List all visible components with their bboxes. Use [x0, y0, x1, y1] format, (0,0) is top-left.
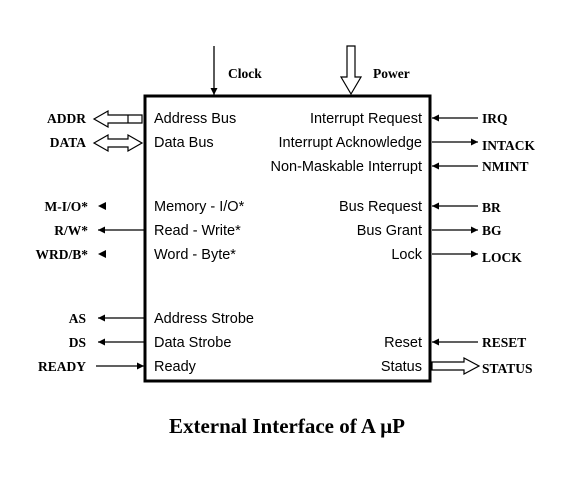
wrd-b-arrowhead [98, 250, 106, 258]
intack-pin-label: INTACK [482, 138, 536, 153]
m-io-arrowhead [98, 202, 106, 210]
ready-label: Ready [154, 359, 197, 375]
data-bus-label: Data Bus [154, 135, 214, 151]
addr-pin-label: ADDR [47, 111, 86, 126]
interrupt-acknowledge-label: Interrupt Acknowledge [279, 135, 422, 151]
non-maskable-interrupt-label: Non-Maskable Interrupt [270, 159, 422, 175]
as-pin-label: AS [69, 311, 86, 326]
word-byte-label: Word - Byte* [154, 247, 236, 263]
bg-pin-label: BG [482, 223, 502, 238]
data-pin-label: DATA [50, 135, 86, 150]
bus-grant-label: Bus Grant [357, 223, 422, 239]
power-bus-arrow [339, 45, 363, 96]
addr-bus-arrow [92, 109, 143, 129]
microprocessor-box [143, 94, 432, 383]
m-io-pin-label: M-I/O* [45, 199, 89, 214]
irq-pin-label: IRQ [482, 111, 508, 126]
address-bus-label: Address Bus [154, 111, 236, 127]
address-strobe-label: Address Strobe [154, 311, 254, 327]
reset-pin-label: RESET [482, 335, 526, 350]
ds-pin-label: DS [69, 335, 86, 350]
read-write-label: Read - Write* [154, 223, 241, 239]
lock-label: Lock [391, 247, 422, 263]
memory-io-label: Memory - I/O* [154, 199, 245, 215]
status-pin-label: STATUS [482, 361, 533, 376]
status-label: Status [381, 359, 422, 375]
clock-label: Clock [228, 66, 262, 81]
lock-pin-label: LOCK [482, 250, 522, 265]
data-bus-arrow [92, 133, 144, 153]
interrupt-request-label: Interrupt Request [310, 111, 422, 127]
status-bus-arrow [431, 357, 481, 375]
diagram-caption: External Interface of A µP [169, 414, 405, 438]
wrd-b-pin-label: WRD/B* [35, 247, 88, 262]
r-w-pin-label: R/W* [54, 223, 88, 238]
bus-request-label: Bus Request [339, 199, 422, 215]
ready-pin-label: READY [38, 359, 86, 374]
power-label: Power [373, 66, 410, 81]
reset-label: Reset [384, 335, 422, 351]
br-pin-label: BR [482, 200, 501, 215]
data-strobe-label: Data Strobe [154, 335, 231, 351]
nmint-pin-label: NMINT [482, 159, 529, 174]
